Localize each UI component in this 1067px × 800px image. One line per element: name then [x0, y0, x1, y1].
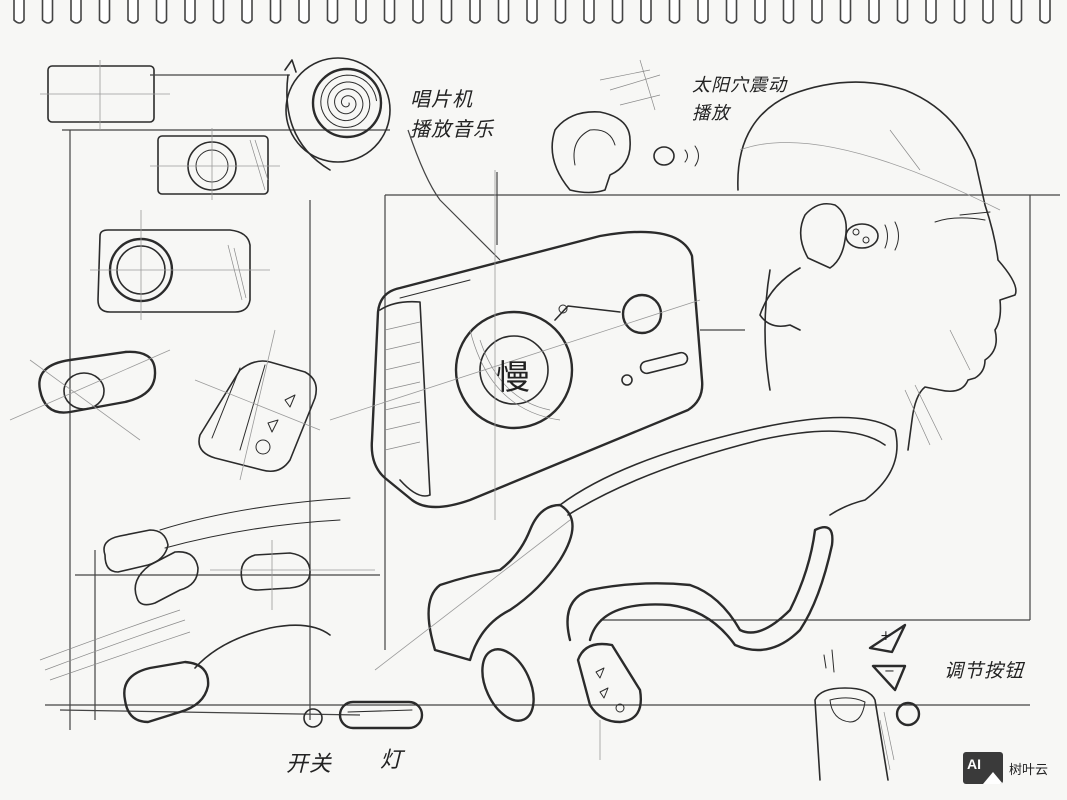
finger-sketch	[814, 687, 895, 781]
binding-ring	[583, 0, 595, 24]
binding-ring	[982, 0, 994, 24]
binding-ring	[212, 0, 225, 24]
binding-ring	[640, 0, 652, 24]
binding-ring	[469, 0, 481, 24]
binding-ring	[98, 0, 111, 24]
concept-box-1	[40, 60, 290, 130]
binding-ring	[298, 0, 310, 24]
binding-ring	[668, 0, 681, 24]
concept-box-2	[150, 128, 280, 200]
ear-sketch	[551, 59, 699, 194]
binding-ring	[1039, 0, 1051, 24]
pill-button-sketch	[303, 700, 424, 730]
binding-ring	[953, 0, 966, 24]
headband-sketch	[374, 416, 898, 760]
binding-ring	[412, 0, 424, 24]
spiral-binding	[13, 0, 1051, 24]
binding-ring	[184, 0, 196, 24]
watermark-text: 树叶云	[1009, 762, 1049, 778]
binding-ring	[70, 0, 82, 24]
main-device-sketch	[329, 170, 704, 520]
control-module-sketch	[194, 329, 321, 481]
binding-ring	[526, 0, 538, 24]
binding-ring	[326, 0, 339, 24]
binding-ring	[440, 0, 453, 24]
binding-ring	[896, 0, 909, 24]
binding-ring	[725, 0, 738, 24]
binding-ring	[13, 0, 25, 24]
capsule-sketch	[9, 349, 171, 441]
watermark: AI 树叶云	[963, 752, 1048, 784]
volume-down-label: −	[884, 664, 896, 679]
binding-ring	[383, 0, 396, 24]
binding-ring	[41, 0, 54, 24]
watermark-logo: AI	[963, 752, 1003, 784]
binding-ring	[611, 0, 624, 24]
light-bar-sketches	[39, 497, 375, 724]
binding-ring	[1010, 0, 1023, 24]
record-disc-sketch	[284, 57, 391, 171]
watermark-logo-text: AI	[967, 756, 981, 772]
device-center-badge: 慢	[496, 358, 531, 398]
binding-ring	[782, 0, 795, 24]
binding-ring	[269, 0, 282, 24]
binding-ring	[697, 0, 709, 24]
annotation-record-player: 唱片机 播放音乐	[410, 87, 494, 141]
frame-lines	[45, 129, 1060, 730]
binding-ring	[554, 0, 567, 24]
binding-ring	[754, 0, 766, 24]
binding-ring	[155, 0, 168, 24]
binding-ring	[868, 0, 880, 24]
concept-box-3	[90, 210, 270, 320]
annotation-temple-vibration: 太阳穴震动 播放	[692, 75, 787, 124]
binding-ring	[355, 0, 367, 24]
binding-ring	[839, 0, 852, 24]
binding-ring	[127, 0, 139, 24]
adjust-buttons-sketch	[823, 623, 921, 727]
head-profile-sketch	[737, 81, 1017, 451]
annotation-light: 灯	[380, 748, 404, 773]
binding-ring	[925, 0, 937, 24]
binding-ring	[497, 0, 510, 24]
binding-ring	[811, 0, 823, 24]
binding-ring	[241, 0, 253, 24]
annotation-adjust-buttons: 调节按钮	[944, 660, 1025, 682]
annotation-power-switch: 开关	[286, 752, 333, 777]
volume-up-label: +	[880, 628, 893, 644]
